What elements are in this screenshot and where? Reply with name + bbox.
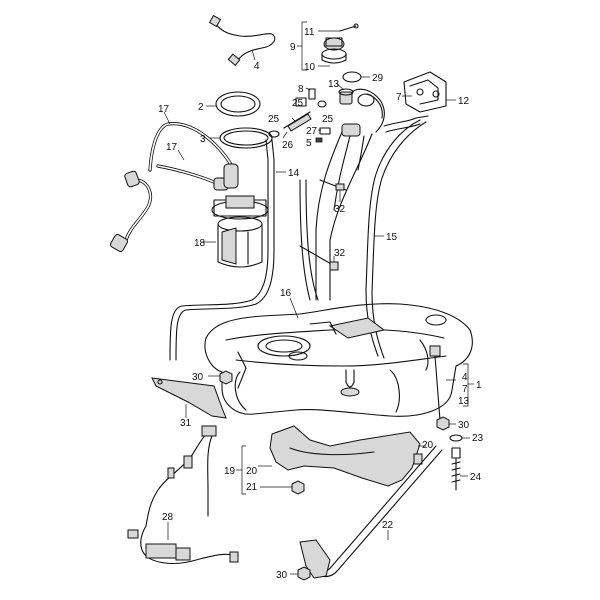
label-30-right: 30 (458, 420, 470, 431)
label-5: 5 (306, 138, 312, 149)
vent-line-part-14 (169, 139, 286, 361)
label-23: 23 (472, 433, 484, 444)
wiring-harness-part-28 (127, 425, 239, 565)
label-18: 18 (194, 238, 206, 249)
fuel-pump-module-part-18 (202, 163, 269, 268)
nut-part-30-bottom (290, 566, 311, 581)
label-17-mid: 17 (166, 142, 178, 153)
filler-tube (299, 131, 373, 301)
label-3: 3 (200, 134, 206, 145)
label-4-right: 4 (462, 372, 468, 383)
label-19: 19 (224, 466, 236, 477)
label-17-top: 17 (158, 104, 170, 115)
label-16: 16 (280, 288, 292, 299)
bolt-part-8 (305, 87, 316, 100)
bracket-part-12 (402, 71, 456, 113)
label-29: 29 (372, 73, 384, 84)
clip-part-32-upper (319, 179, 347, 202)
label-9: 9 (290, 42, 296, 53)
callout-labels: 4 11 9 10 29 8 13 7 12 2 17 25 25 25 3 2… (158, 27, 484, 581)
label-31: 31 (180, 418, 192, 429)
seal-part-3 (208, 127, 273, 149)
label-30-bottom: 30 (276, 570, 288, 581)
fuel-tank-body (204, 303, 473, 421)
label-12: 12 (458, 96, 470, 107)
label-20-left: 20 (246, 466, 258, 477)
label-7-top: 7 (396, 92, 402, 103)
sensor-wire-part-4 (208, 14, 276, 66)
label-14: 14 (288, 168, 300, 179)
filler-cap-group-9-10-11 (297, 21, 359, 71)
label-11: 11 (304, 27, 315, 38)
seal-ring-part-29 (342, 71, 362, 83)
heat-shield-part-20 (236, 425, 421, 495)
label-10: 10 (304, 62, 316, 73)
label-32-upper: 32 (334, 204, 346, 215)
label-15: 15 (386, 232, 398, 243)
lock-ring-part-2 (206, 91, 261, 117)
label-25-c: 25 (322, 114, 334, 125)
connector-parts-27-5 (315, 127, 331, 143)
label-25-a: 25 (292, 98, 304, 109)
label-25-b: 25 (268, 114, 280, 125)
label-28: 28 (162, 512, 174, 523)
bolt-part-24 (451, 447, 468, 491)
label-13-right: 13 (458, 396, 470, 407)
filler-neck-pipe (341, 88, 429, 137)
fuel-line-part-17-lower (110, 149, 229, 252)
bracket-group-4-7-13 (463, 363, 474, 407)
clip-part-32-lower (299, 245, 339, 271)
label-21: 21 (246, 482, 258, 493)
valve-part-13 (335, 82, 354, 105)
hose-clip-parts-25-26 (268, 97, 327, 139)
nut-part-21 (260, 480, 305, 495)
label-26: 26 (282, 140, 294, 151)
label-13-top: 13 (328, 79, 340, 90)
heat-shield-part-31 (151, 377, 227, 419)
nut-part-30-left (208, 370, 233, 385)
washer-part-23 (449, 434, 470, 442)
tank-strap-part-22 (299, 445, 443, 579)
label-30-left: 30 (192, 372, 204, 383)
label-8: 8 (298, 84, 304, 95)
label-24: 24 (470, 472, 482, 483)
label-2: 2 (198, 102, 204, 113)
label-27: 27 (306, 126, 318, 137)
fuel-line-part-17-upper (148, 111, 236, 172)
label-20-right: 20 (422, 440, 434, 451)
label-4-top: 4 (254, 61, 260, 72)
label-32-lower: 32 (334, 248, 346, 259)
clip-part-20-right (413, 445, 426, 465)
nut-part-30-right (436, 416, 456, 431)
label-1: 1 (476, 380, 482, 391)
label-7-right: 7 (462, 384, 468, 395)
label-22: 22 (382, 520, 394, 531)
